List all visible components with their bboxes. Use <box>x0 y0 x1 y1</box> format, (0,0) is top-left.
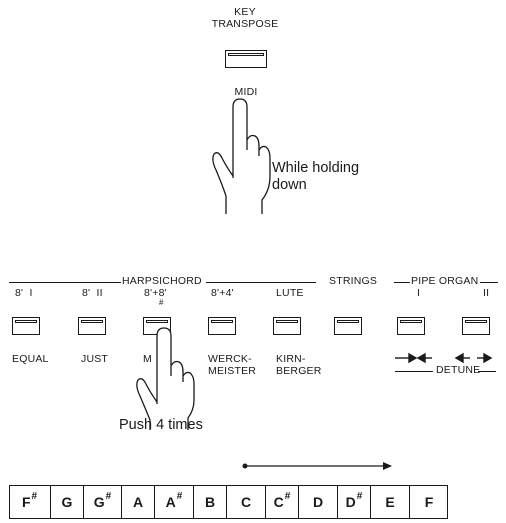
note-key: D# <box>337 485 370 519</box>
pipe-organ-rule-right <box>480 282 498 283</box>
note-key: E <box>370 485 409 519</box>
note-key: A# <box>154 485 193 519</box>
note-key: F <box>409 485 448 519</box>
note-key-label: C <box>240 494 252 510</box>
label-pipe-i: I <box>417 287 421 299</box>
sharp-sign: # <box>105 490 112 502</box>
push-four-times-note: Push 4 times <box>119 417 203 433</box>
strings-button[interactable] <box>334 317 362 335</box>
note-key-label: F <box>21 494 31 510</box>
note-key: D <box>298 485 337 519</box>
werckmeister-label: WERCK- MEISTER <box>208 353 257 377</box>
note-key-label: F <box>424 494 434 510</box>
note-key: A <box>121 485 154 519</box>
sharp-sign: # <box>284 490 291 502</box>
detune-label: DETUNE <box>436 364 481 376</box>
harpsichord-8-i-button[interactable] <box>12 317 40 335</box>
while-holding-note: While holding down <box>272 160 360 193</box>
strings-label: STRINGS <box>329 275 378 287</box>
note-key-strip <box>9 485 448 519</box>
note-key-label: D <box>345 494 356 510</box>
meantone-label: M <box>143 353 152 365</box>
sharp-sign: # <box>176 490 183 502</box>
note-key-label: G <box>93 494 105 510</box>
pipe-organ-rule-left <box>394 282 410 283</box>
note-key: C <box>226 485 265 519</box>
key-transpose-label: KEY TRANSPOSE <box>211 6 279 30</box>
note-key-label: A <box>132 494 144 510</box>
harpsichord-rule-left <box>9 282 121 283</box>
pipe-organ-ii-button[interactable] <box>462 317 490 335</box>
note-key: C# <box>265 485 298 519</box>
label-8-i: 8' I <box>15 287 33 299</box>
label-8-plus-4: 8'+4' <box>211 287 234 299</box>
lute-button[interactable] <box>273 317 301 335</box>
label-8-ii: 8' II <box>82 287 103 299</box>
kirnberger-label: KIRN- BERGER <box>276 353 322 377</box>
just-label: JUST <box>81 353 109 365</box>
detune-rule-left <box>395 371 433 372</box>
pipe-organ-label: PIPE ORGAN <box>411 275 479 287</box>
note-key-label: E <box>385 494 395 510</box>
note-key-label: B <box>204 494 216 510</box>
sharp-sign: # <box>31 490 38 502</box>
harpsichord-8-ii-button[interactable] <box>78 317 106 335</box>
label-pipe-ii: II <box>483 287 490 299</box>
harpsichord-8-plus-4-button[interactable] <box>208 317 236 335</box>
harpsichord-label: HARPSICHORD <box>122 275 202 287</box>
note-key: G# <box>83 485 121 519</box>
detune-rule-right <box>478 371 496 372</box>
note-key-label: D <box>312 494 324 510</box>
note-key: F# <box>9 485 50 519</box>
key-transpose-button[interactable] <box>225 50 267 68</box>
sharp-mark: # <box>159 298 164 307</box>
note-key-label: C <box>273 494 284 510</box>
note-key-label: G <box>61 494 73 510</box>
note-key-label: A <box>165 494 176 510</box>
label-8-plus-8: 8'+8' <box>144 287 167 299</box>
label-lute: LUTE <box>276 287 304 299</box>
note-key: G <box>50 485 83 519</box>
harpsichord-rule-right <box>206 282 316 283</box>
pipe-organ-i-button[interactable] <box>397 317 425 335</box>
sharp-sign: # <box>356 490 363 502</box>
note-key: B <box>193 485 226 519</box>
equal-label: EQUAL <box>12 353 49 365</box>
midi-label: MIDI <box>234 86 258 98</box>
